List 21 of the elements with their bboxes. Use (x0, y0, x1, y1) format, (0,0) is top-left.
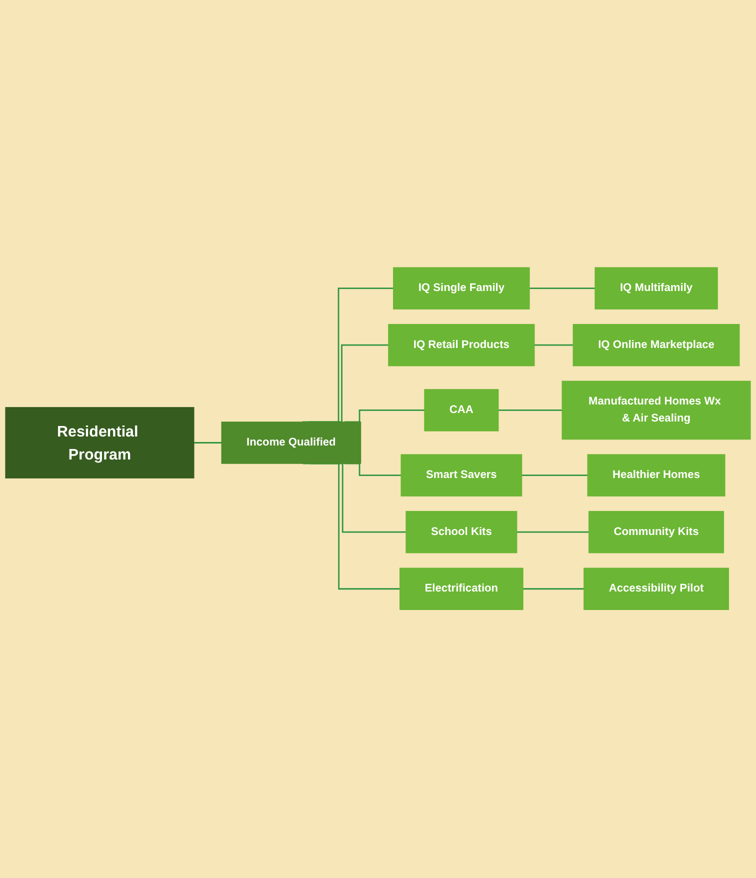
node-box: IQ Online Marketplace (572, 324, 740, 367)
node-box: Accessibility Pilot (584, 568, 729, 610)
node-box: Smart Savers (400, 454, 522, 497)
node-box: Income Qualified (221, 422, 362, 464)
node-box: Manufactured Homes Wx & Air Sealing (562, 381, 751, 440)
connector (523, 588, 584, 590)
node-box: Healthier Homes (587, 454, 726, 497)
node-box: Residential Program (5, 407, 194, 479)
connector (194, 442, 222, 444)
connector (498, 410, 562, 412)
connector (529, 288, 595, 290)
node-box: IQ Retail Products (388, 324, 535, 367)
connector (522, 475, 588, 476)
connector (534, 344, 574, 346)
node-box: IQ Multifamily (594, 268, 718, 310)
connector (516, 532, 589, 534)
node-box: Electrification (400, 568, 524, 610)
node-box: Community Kits (588, 511, 724, 554)
node-box: School Kits (406, 511, 518, 554)
node-box: IQ Single Family (393, 268, 530, 310)
node-box: CAA (424, 389, 499, 432)
